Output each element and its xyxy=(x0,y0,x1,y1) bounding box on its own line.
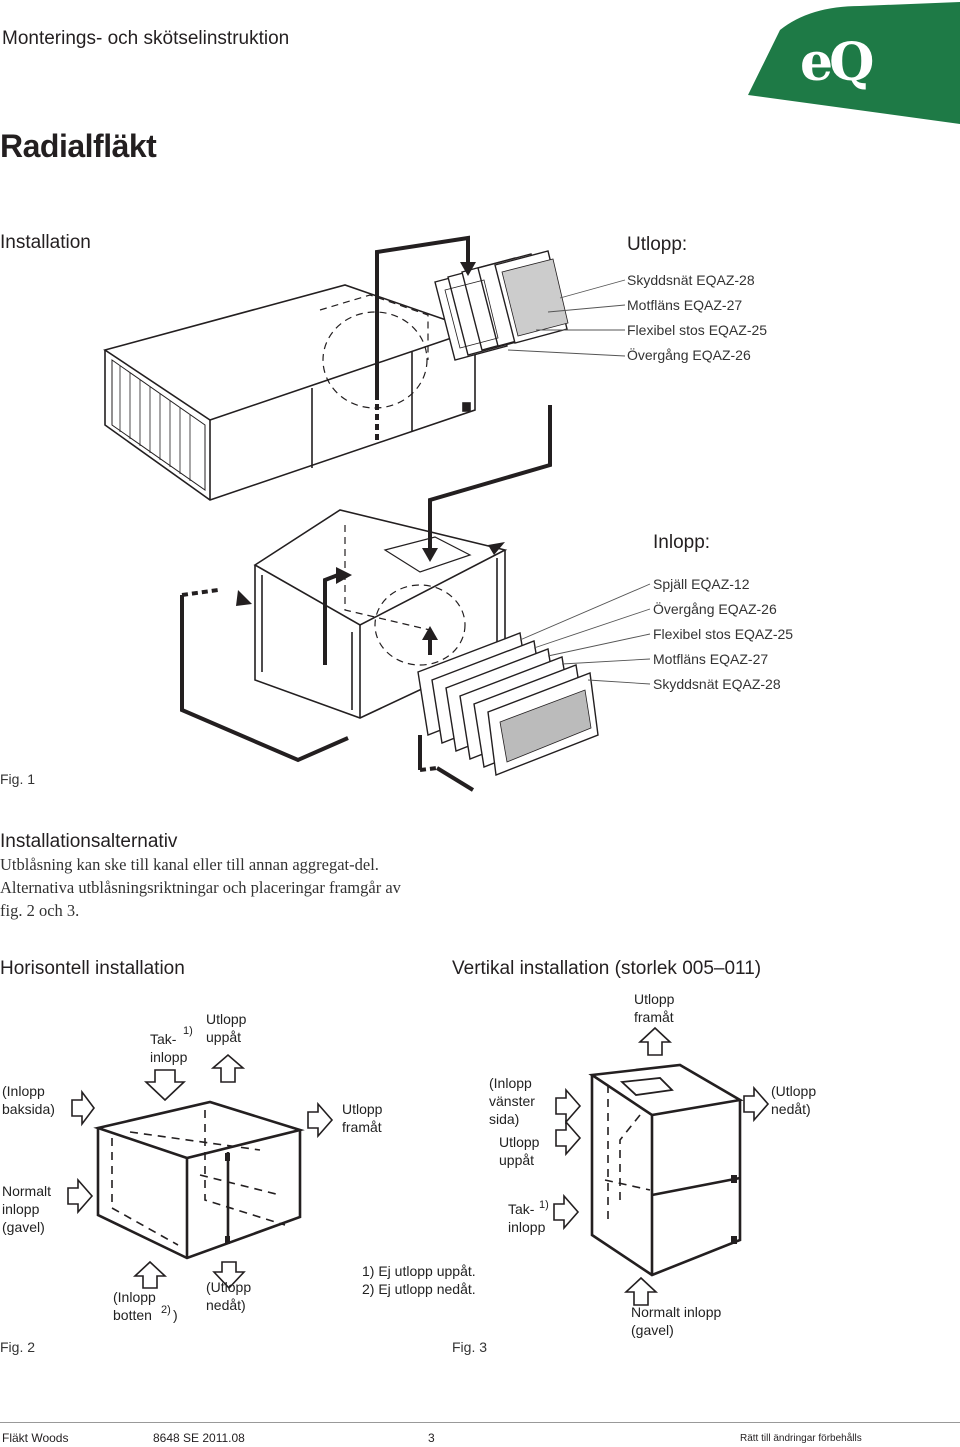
fig1-arrow xyxy=(428,405,552,548)
inlet-frames xyxy=(417,632,599,776)
outlet-frames xyxy=(434,250,569,361)
fig3-tak-inlopp: Tak- inlopp xyxy=(508,1201,546,1235)
fig1-exploded-drawing xyxy=(103,235,651,792)
utlopp-item: Motfläns EQAZ-27 xyxy=(627,297,743,313)
inlopp-item: Spjäll EQAZ-12 xyxy=(653,576,750,592)
footer-doc-id: 8648 SE 2011.08 xyxy=(153,1431,245,1445)
arrow-tak-inlopp-v xyxy=(553,1193,580,1231)
fig3-tak-sup: 1) xyxy=(539,1199,549,1211)
fig3-inlopp-vanster: (Inlopp vänster sida) xyxy=(489,1075,535,1127)
fig3-utlopp-uppat: Utlopp uppåt xyxy=(499,1134,540,1168)
utlopp-item: Flexibel stos EQAZ-25 xyxy=(627,322,768,338)
fig2-inlopp-botten: (Inlopp botten xyxy=(113,1289,156,1323)
document-header-title: Monterings- och skötselinstruktion xyxy=(2,28,290,49)
upper-unit-box xyxy=(103,284,478,501)
utlopp-heading: Utlopp: xyxy=(627,234,688,255)
arrow-tak-inlopp xyxy=(143,1069,187,1102)
fig3-vertical-unit xyxy=(588,1063,744,1277)
utlopp-item: Skyddsnät EQAZ-28 xyxy=(627,272,755,288)
arrow-utlopp-uppat-v xyxy=(555,1119,582,1157)
arrow-utlopp-nedat xyxy=(212,1261,246,1290)
arrow-inlopp-baksida xyxy=(71,1089,95,1127)
footnote: 1) Ej utlopp uppåt. xyxy=(362,1263,476,1279)
footer-rights: Rätt till ändringar förbehålls xyxy=(740,1433,862,1444)
footer-company: Fläkt Woods xyxy=(2,1431,69,1445)
fig3-utlopp-framat: Utlopp framåt xyxy=(634,991,675,1025)
arrow-utlopp-framat-v xyxy=(637,1026,673,1056)
installation-heading: Installation xyxy=(0,232,91,253)
fig2-tak-sup: 1) xyxy=(183,1025,193,1037)
alternativ-heading: Installationsalternativ xyxy=(0,831,178,852)
fig2-utlopp-framat: Utlopp framåt xyxy=(342,1101,383,1135)
arrow-inlopp-vanster xyxy=(555,1087,582,1125)
arrow-normalt-inlopp-v xyxy=(623,1276,659,1306)
eq-logo xyxy=(748,2,960,124)
fig1-label: Fig. 1 xyxy=(0,771,36,787)
fig2-normalt-inlopp: Normalt inlopp (gavel) xyxy=(2,1183,52,1235)
inlopp-item: Skyddsnät EQAZ-28 xyxy=(653,676,781,692)
inlopp-item: Flexibel stos EQAZ-25 xyxy=(653,626,794,642)
footer-divider xyxy=(0,1422,960,1423)
fig2-label: Fig. 2 xyxy=(0,1339,36,1355)
fig1-arrow xyxy=(323,573,339,665)
page-title: Radialfläkt xyxy=(0,128,157,164)
inlopp-heading: Inlopp: xyxy=(653,532,711,553)
arrow-inlopp-botten xyxy=(132,1260,168,1289)
vertikal-heading: Vertikal installation (storlek 005–011) xyxy=(452,958,762,979)
fig1-arrow xyxy=(375,235,470,395)
fig3-label: Fig. 3 xyxy=(452,1339,488,1355)
arrow-utlopp-uppat xyxy=(210,1053,246,1083)
arrow-normalt-inlopp xyxy=(67,1177,94,1215)
fig2-horizontal-unit xyxy=(93,1100,305,1260)
horisontell-heading: Horisontell installation xyxy=(0,958,185,979)
inlopp-item: Motfläns EQAZ-27 xyxy=(653,651,769,667)
fig2-inlopp-baksida: (Inlopp baksida) xyxy=(2,1083,55,1117)
fig2-utlopp-uppat: Utlopp uppåt xyxy=(206,1011,247,1045)
fig2-fig3-drawings xyxy=(67,1026,770,1306)
arrow-utlopp-framat xyxy=(307,1101,334,1139)
fig2-utlopp-nedat: (Utlopp nedåt) xyxy=(206,1279,252,1313)
fig2-botten-close: ) xyxy=(173,1307,178,1323)
footer-page-number: 3 xyxy=(428,1431,435,1445)
fig3-normalt-inlopp: Normalt inlopp (gavel) xyxy=(631,1304,722,1338)
fig2-tak-inlopp: Tak- inlopp xyxy=(150,1031,188,1065)
alternativ-text: Utblåsning kan ske till kanal eller till… xyxy=(0,855,401,920)
inlopp-item: Övergång EQAZ-26 xyxy=(653,601,777,617)
footnote: 2) Ej utlopp nedåt. xyxy=(362,1281,476,1297)
arrow-utlopp-nedat-v xyxy=(743,1085,770,1123)
lower-unit-box xyxy=(253,509,508,719)
fig3-utlopp-nedat: (Utlopp nedåt) xyxy=(771,1083,817,1117)
fig2-botten-sup: 2) xyxy=(161,1304,171,1316)
eq-logo-text: eQ xyxy=(800,32,874,93)
utlopp-item: Övergång EQAZ-26 xyxy=(627,347,751,363)
